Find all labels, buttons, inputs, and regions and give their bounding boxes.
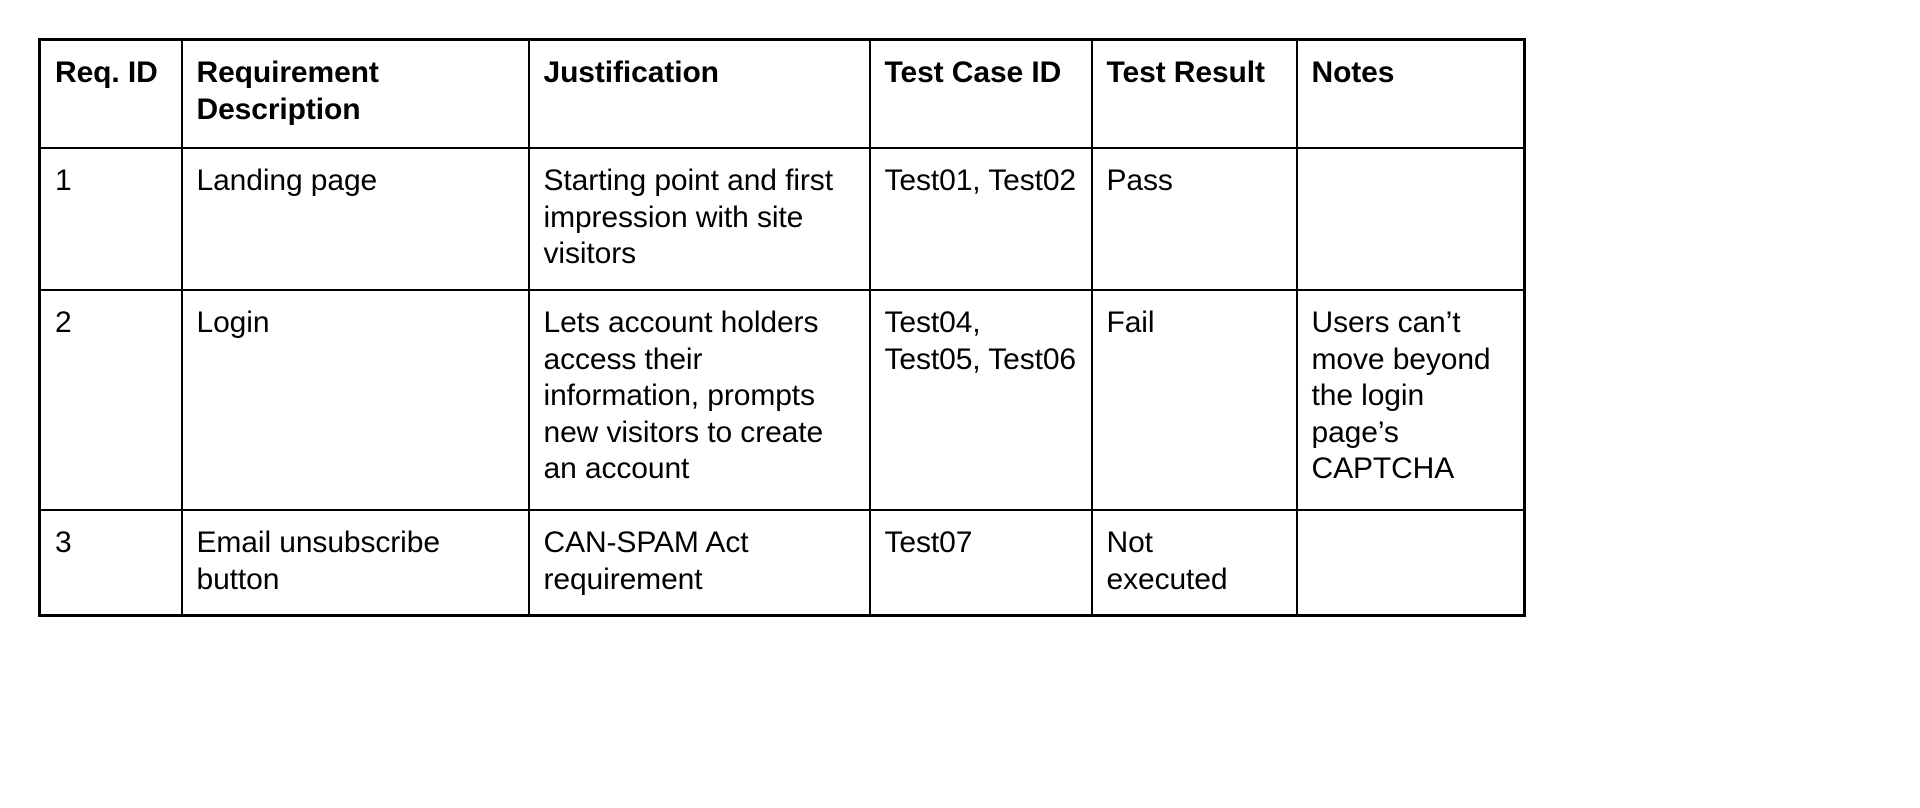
cell-test-case-id: Test07: [868, 509, 1093, 617]
cell-test-result: Not executed: [1090, 509, 1298, 617]
cell-test-result-value: Fail: [1106, 306, 1155, 339]
column-header-test-case-id: Test Case ID: [868, 38, 1093, 149]
cell-notes-value: [1312, 525, 1510, 526]
table-header: Req. ID Requirement Description Justific…: [38, 38, 1526, 149]
cell-test-case-id-value: Test07: [884, 526, 973, 559]
cell-notes-value: [1312, 163, 1510, 164]
column-header-test-case-id-label: Test Case ID: [884, 56, 1062, 89]
column-header-req-id-label: Req. ID: [55, 56, 158, 89]
cell-description-value: Email unsubscribe button: [196, 526, 441, 596]
cell-description: Login: [180, 289, 530, 511]
cell-test-result-value: Not executed: [1106, 526, 1228, 596]
cell-req-id-value: 1: [55, 164, 72, 197]
column-header-notes: Notes: [1295, 38, 1526, 149]
cell-justification: CAN-SPAM Act requirement: [527, 509, 871, 617]
column-header-description: Requirement Description: [180, 38, 530, 149]
column-header-test-result-label: Test Result: [1106, 56, 1265, 89]
cell-test-result: Pass: [1090, 147, 1298, 291]
cell-justification-value: Lets account holders access their inform…: [543, 306, 824, 486]
cell-justification-value: CAN-SPAM Act requirement: [543, 526, 749, 596]
cell-test-result-value: Pass: [1106, 164, 1173, 197]
cell-description-value: Landing page: [196, 164, 378, 197]
cell-req-id: 2: [38, 289, 183, 511]
column-header-notes-label: Notes: [1311, 56, 1395, 89]
cell-description: Landing page: [180, 147, 530, 291]
cell-req-id-value: 3: [55, 526, 72, 559]
column-header-test-result: Test Result: [1090, 38, 1298, 149]
cell-justification-value: Starting point and first impression with…: [543, 164, 834, 271]
cell-req-id: 1: [38, 147, 183, 291]
table-header-row: Req. ID Requirement Description Justific…: [38, 38, 1526, 149]
column-header-description-label: Requirement Description: [196, 56, 379, 126]
cell-test-case-id-value: Test04, Test05, Test06: [884, 306, 1077, 376]
cell-test-case-id: Test01, Test02: [868, 147, 1093, 291]
column-header-req-id: Req. ID: [38, 38, 183, 149]
cell-notes: [1295, 147, 1526, 291]
cell-justification: Lets account holders access their inform…: [527, 289, 871, 511]
cell-description-value: Login: [196, 306, 270, 339]
cell-justification: Starting point and first impression with…: [527, 147, 871, 291]
table-row: 1 Landing page Starting point and first …: [38, 147, 1526, 291]
table-row: 2 Login Lets account holders access thei…: [38, 289, 1526, 511]
cell-req-id-value: 2: [55, 306, 72, 339]
cell-description: Email unsubscribe button: [180, 509, 530, 617]
table-row: 3 Email unsubscribe button CAN-SPAM Act …: [38, 509, 1526, 617]
column-header-justification-label: Justification: [543, 56, 719, 89]
cell-test-result: Fail: [1090, 289, 1298, 511]
requirements-traceability-table: Req. ID Requirement Description Justific…: [38, 38, 1526, 618]
cell-req-id: 3: [38, 509, 183, 617]
requirements-table-container: Req. ID Requirement Description Justific…: [38, 38, 1526, 618]
cell-notes: Users can’t move beyond the login page’s…: [1295, 289, 1526, 511]
cell-notes: [1295, 509, 1526, 617]
cell-test-case-id-value: Test01, Test02: [884, 164, 1077, 197]
table-body: 1 Landing page Starting point and first …: [38, 147, 1526, 617]
cell-test-case-id: Test04, Test05, Test06: [868, 289, 1093, 511]
cell-notes-value: Users can’t move beyond the login page’s…: [1311, 306, 1491, 486]
column-header-justification: Justification: [527, 38, 871, 149]
